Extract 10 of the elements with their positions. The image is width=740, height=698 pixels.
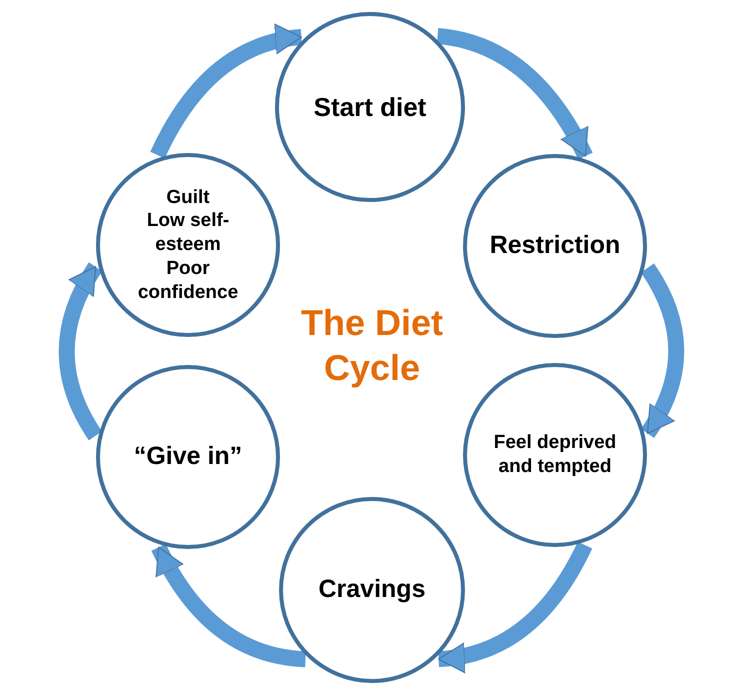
stage-label: Start diet [314, 90, 426, 124]
stage-label: Guilt [166, 186, 210, 210]
stage-label: Restriction [490, 230, 620, 262]
stage-label: “Give in” [134, 441, 242, 472]
stage-label: Cravings [318, 574, 426, 606]
curved-arrow [640, 264, 684, 438]
stage-label: Poor confidence [136, 256, 240, 304]
stage-label: Low self-esteem [146, 209, 230, 257]
diagram-title: The Diet Cycle [300, 301, 444, 390]
stage-label: Feel deprived and tempted [492, 431, 618, 479]
